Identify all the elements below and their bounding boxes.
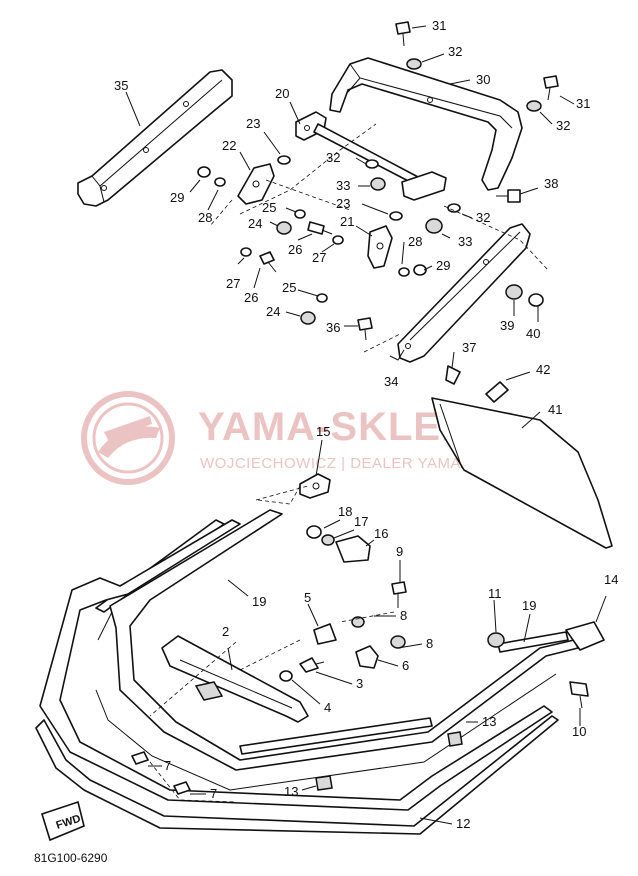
callout-14: 14 [604, 572, 618, 587]
callout-25b: 25 [282, 280, 296, 295]
callout-22: 22 [222, 138, 236, 153]
callout-15: 15 [316, 424, 330, 439]
callout-6: 6 [402, 658, 409, 673]
callout-26b: 26 [244, 290, 258, 305]
part-15-clip [299, 473, 331, 499]
callout-34: 34 [384, 374, 398, 389]
part-1-frame [95, 509, 579, 791]
callout-36: 36 [326, 320, 340, 335]
callout-7b: 7 [210, 786, 217, 801]
callout-11: 11 [488, 586, 502, 601]
callout-3: 3 [356, 676, 363, 691]
part-34-bracket [397, 223, 531, 363]
callout-17: 17 [354, 514, 368, 529]
callout-29a: 29 [170, 190, 184, 205]
drawing-code: 81G100-6290 [34, 851, 108, 865]
part-41-panel [431, 397, 613, 549]
callout-12: 12 [456, 816, 470, 831]
part-2-bracket [161, 635, 309, 723]
callout-23a: 23 [246, 116, 260, 131]
callout-2: 2 [222, 624, 229, 639]
assembly-lines-upper [209, 123, 549, 353]
callout-37: 37 [462, 340, 476, 355]
callout-18: 18 [338, 504, 352, 519]
hardware-16-17-18 [306, 525, 371, 563]
callout-7a: 7 [164, 758, 171, 773]
callout-23b: 23 [336, 196, 350, 211]
assembly-lines-lower [149, 485, 395, 803]
callout-24b: 24 [266, 304, 280, 319]
callout-30: 30 [476, 72, 490, 87]
callout-13b: 13 [284, 784, 298, 799]
callout-5: 5 [304, 590, 311, 605]
callout-20: 20 [275, 86, 289, 101]
part-35-bracket [77, 69, 233, 207]
callout-33b: 33 [458, 234, 472, 249]
callout-32b: 32 [556, 118, 570, 133]
callout-39: 39 [500, 318, 514, 333]
callout-31a: 31 [432, 18, 446, 33]
callout-19b: 19 [522, 598, 536, 613]
callout-32d: 32 [476, 210, 490, 225]
callout-26a: 26 [288, 242, 302, 257]
callout-27a: 27 [312, 250, 326, 265]
callout-32c: 32 [326, 150, 340, 165]
hardware-upper [197, 21, 559, 403]
callout-13a: 13 [482, 714, 496, 729]
part-20-arm [295, 111, 447, 201]
callout-42: 42 [536, 362, 550, 377]
part-22-bracket [237, 163, 275, 205]
callout-40: 40 [526, 326, 540, 341]
callout-16: 16 [374, 526, 388, 541]
callout-4: 4 [324, 700, 331, 715]
callout-25a: 25 [262, 200, 276, 215]
leader-lines [125, 25, 607, 825]
callout-41: 41 [548, 402, 562, 417]
callout-24a: 24 [248, 216, 262, 231]
callout-38: 38 [544, 176, 558, 191]
callout-9: 9 [396, 544, 403, 559]
part-21-bracket [367, 225, 393, 269]
fwd-arrow-icon: FWD [41, 800, 85, 842]
callout-labels: 31 32 30 35 20 31 32 23 22 32 33 38 29 2… [114, 18, 618, 831]
callout-8a: 8 [400, 608, 407, 623]
watermark-tagline: WOJCIECHOWICZ | DEALER YAMAHA [200, 455, 483, 472]
callout-32a: 32 [448, 44, 462, 59]
callout-28b: 28 [408, 234, 422, 249]
hardware-lower [131, 581, 605, 795]
callout-10: 10 [572, 724, 586, 739]
callout-29b: 29 [436, 258, 450, 273]
watermark-logo-icon [81, 391, 175, 485]
callout-33a: 33 [336, 178, 350, 193]
callout-19a: 19 [252, 594, 266, 609]
callout-35: 35 [114, 78, 128, 93]
part-12-frame [35, 519, 559, 835]
callout-27b: 27 [226, 276, 240, 291]
callout-31b: 31 [576, 96, 590, 111]
part-30-rail [329, 57, 523, 191]
callout-21: 21 [340, 214, 354, 229]
callout-8b: 8 [426, 636, 433, 651]
callout-28a: 28 [198, 210, 212, 225]
